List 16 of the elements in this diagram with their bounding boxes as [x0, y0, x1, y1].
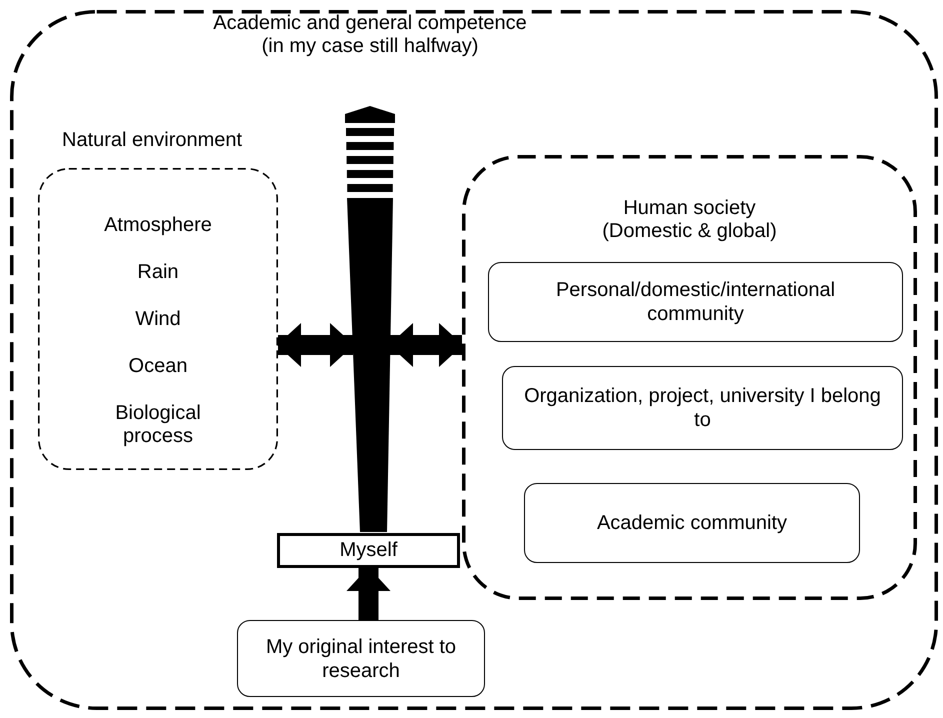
rounded-box: My original interest to research: [237, 620, 485, 697]
list-item: Atmosphere: [103, 214, 213, 237]
list-item: Wind: [134, 308, 182, 331]
group-heading: Human society (Domestic & global): [601, 197, 778, 243]
label-box: Myself: [277, 533, 460, 568]
rounded-box: Organization, project, university I belong to: [502, 366, 903, 450]
rounded-box: Academic community: [524, 483, 860, 563]
list-item: Biological process: [114, 402, 202, 448]
group-heading: Natural environment: [62, 128, 242, 152]
list-item: Ocean: [128, 355, 188, 378]
double-arrow: [389, 323, 463, 367]
list-item: Rain: [136, 261, 180, 284]
arrow: [346, 567, 390, 620]
double-arrow: [277, 323, 354, 367]
competence-caption: Academic and general competence (in my case still halfway): [212, 12, 528, 58]
rounded-box: Personal/domestic/international community: [488, 262, 903, 342]
